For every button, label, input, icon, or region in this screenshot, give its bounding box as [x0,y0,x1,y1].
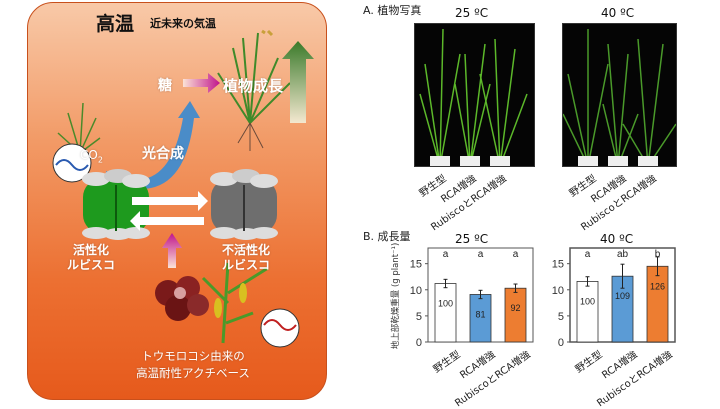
bar-1-0 [576,281,599,343]
active-line2: ルビスコ [66,258,115,272]
plant-photo-25 [414,23,535,167]
rice-plants-25-image [419,28,528,167]
co2-subscript: 2 [97,155,103,165]
label-sugar: 糖 [158,78,172,94]
inactive-rubisco-icon [210,169,278,240]
bar-value-label-1-0: 100 [580,296,595,306]
heat-mechanism-diagram: 高温 近未来の気温 糖 植物成長 光合成 CO2 活性化ルビスコ 不活性化ルビス… [27,2,327,400]
significance-letter-0-2: a [513,249,519,260]
bar-value-label-1-2: 126 [650,281,665,291]
label-active-rubisco: 活性化ルビスコ [61,243,121,273]
label-heat-tolerant-activase: トウモロコシ由来の高温耐性アクチベース [103,348,283,382]
y-tick-label-1-0: 0 [558,337,564,349]
y-tick-label-0-15: 15 [410,259,422,271]
title-heat: 高温 [96,13,135,35]
photo-temp-25: 25 ºC [455,6,489,20]
significance-letter-0-0: a [443,249,449,260]
activase-line1: トウモロコシ由来の [141,349,245,363]
arrow-right-icon [183,73,220,93]
y-tick-label-1-10: 10 [552,285,564,297]
bar-value-label-0-0: 100 [438,299,453,309]
arrow-to-active-icon [130,211,204,231]
co2-text: CO [80,148,98,162]
photosynthesis-arrow-icon [106,101,200,190]
significance-letter-1-2: b [655,249,661,260]
activase-arrow-icon [162,233,182,268]
label-plant-growth: 植物成長 [223,77,284,95]
title-near-future-temp: 近未来の気温 [150,17,216,30]
dna-circle-icon [260,308,300,348]
plant-photo-40 [562,23,677,167]
bar-0-2 [504,287,527,343]
inactive-line2: ルビスコ [221,258,270,272]
chart-title-25: 25 ºC [455,232,489,246]
bar-0-0 [434,283,457,343]
y-tick-label-1-15: 15 [552,259,564,271]
bar-value-label-0-2: 92 [510,303,520,313]
rice-plants-40-image [562,29,677,167]
inactive-line1: 不活性化 [221,243,270,257]
label-inactive-rubisco: 不活性化ルビスコ [211,243,281,273]
bar-value-label-1-1: 109 [615,291,630,301]
photo-temp-40: 40 ºC [601,6,635,20]
bar-value-label-0-1: 81 [475,309,485,319]
dna-circle-icon [52,143,92,183]
chart-title-40: 40 ºC [600,232,634,246]
section-b-title: B. 成長量 [363,230,411,243]
small-rice-icon [57,102,101,154]
significance-letter-1-0: a [585,249,591,260]
corn-plant-icon [201,262,269,344]
bar-1-2 [646,265,669,343]
significance-letter-0-1: a [478,249,484,260]
y-tick-label-0-5: 5 [416,311,422,323]
activase-line2: 高温耐性アクチベース [136,366,250,380]
label-co2: CO2 [80,148,103,164]
diagram-graphics [52,29,314,348]
active-line1: 活性化 [72,243,109,257]
y-tick-label-0-10: 10 [410,285,422,297]
activase-protein-icon [155,276,209,321]
section-a-title: A. 植物写真 [363,4,422,17]
y-tick-label-1-5: 5 [558,311,564,323]
y-tick-label-0-0: 0 [416,337,422,349]
rice-plant-icon [217,32,291,151]
growth-up-arrow-icon [282,41,314,123]
label-photosynthesis: 光合成 [142,146,184,162]
arrow-to-inactive-icon [132,191,208,211]
significance-letter-1-1: ab [617,249,629,260]
